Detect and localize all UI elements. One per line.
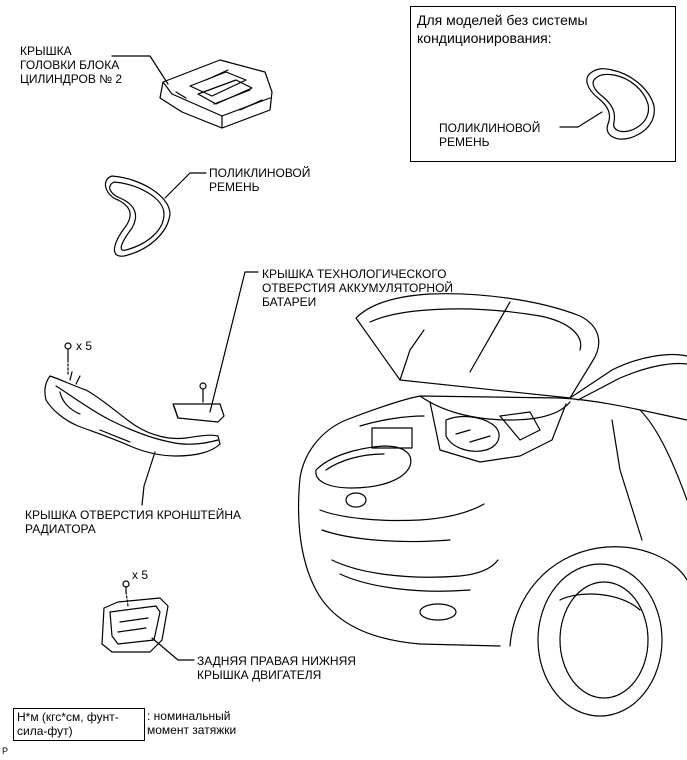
label-cylinder-head-cover: КРЫШКА ГОЛОВКИ БЛОКА ЦИЛИНДРОВ № 2	[20, 44, 123, 86]
vehicle-drawing	[297, 293, 687, 717]
figure-code: P	[2, 746, 9, 756]
leader-cylinder-head-cover	[111, 55, 169, 85]
inset-title: Для моделей без системы кондиционировани…	[417, 12, 588, 46]
inset-box: Для моделей без системы кондиционировани…	[410, 6, 676, 162]
engine-under-cover-drawing	[101, 580, 169, 653]
label-battery-hole-cover: КРЫШКА ТЕХНОЛОГИЧЕСКОГО ОТВЕРСТИЯ АККУМУ…	[262, 267, 454, 309]
clip-count-under-cover: x 5	[132, 568, 149, 582]
leader-vribbed-belt	[164, 172, 207, 199]
leader-radiator-support-cover	[141, 451, 156, 506]
torque-legend-box: Н*м (кгс*см, фунт- сила-фут)	[13, 708, 145, 741]
label-engine-under-cover: ЗАДНЯЯ ПРАВАЯ НИЖНЯЯ КРЫШКА ДВИГАТЕЛЯ	[197, 654, 356, 682]
radiator-support-cover-drawing	[44, 342, 221, 457]
leader-battery-hole-cover	[209, 271, 259, 413]
torque-legend-description: : номинальный момент затяжки	[147, 709, 237, 737]
label-vribbed-belt: ПОЛИКЛИНОВОЙ РЕМЕНЬ	[209, 166, 311, 194]
clip-count-radiator: x 5	[76, 339, 93, 353]
vribbed-belt-drawing	[104, 175, 171, 257]
inset-belt-drawing	[586, 68, 655, 140]
label-radiator-support-cover: КРЫШКА ОТВЕРСТИЯ КРОНШТЕЙНА РАДИАТОРА	[25, 508, 242, 536]
inset-belt-label: ПОЛИКЛИНОВОЙ РЕМЕНЬ	[439, 121, 541, 149]
cylinder-head-cover-drawing	[159, 59, 273, 129]
leader-inset-belt	[559, 111, 603, 128]
leader-engine-under-cover	[151, 637, 195, 661]
